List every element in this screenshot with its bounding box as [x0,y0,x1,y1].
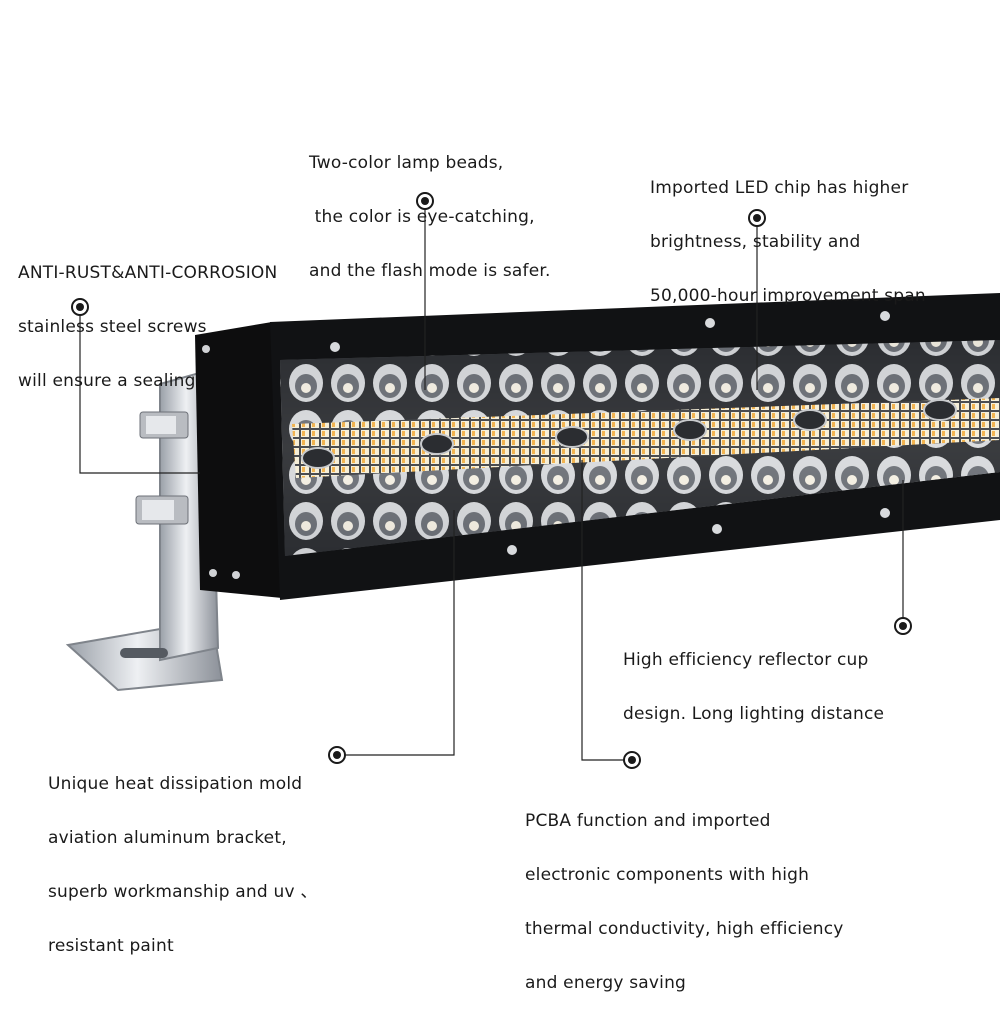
callout-line: electronic components with high [525,865,810,885]
callout-line: stainless steel screws [18,317,207,337]
callout-line: resistant paint [48,936,174,956]
bolt-upper [139,411,189,439]
leader-lines [79,201,904,761]
callout-line: brightness, stability and [650,232,861,252]
callout-line: Two-color lamp beads, [309,153,504,173]
callout-stainless-screws: ANTI-RUST&ANTI-CORROSION stainless steel… [18,228,277,408]
target-dot-icon [748,209,766,227]
target-dot-icon [328,746,346,764]
bolt-lower [135,495,189,525]
callout-line: aviation aluminum bracket, [48,828,287,848]
target-dot-icon [416,192,434,210]
callout-pcba: PCBA function and imported electronic co… [525,776,844,1010]
target-dot-icon [71,298,89,316]
callout-line: Unique heat dissipation mold [48,774,303,794]
callout-line: High efficiency reflector cup [623,650,869,670]
callout-heat-dissipation: Unique heat dissipation mold aviation al… [48,739,318,973]
callout-line: PCBA function and imported [525,811,771,831]
callout-reflector-cup: High efficiency reflector cup design. Lo… [623,615,884,741]
callout-line: and energy saving [525,973,687,993]
callout-line: the color is eye-catching, [309,207,535,227]
end-cap [195,322,282,598]
callout-two-color-beads: Two-color lamp beads, the color is eye-c… [309,118,551,298]
target-dot-icon [623,751,641,769]
callout-line: design. Long lighting distance [623,704,885,724]
callout-line: will ensure a sealing [18,371,196,391]
light-bar-housing [270,293,1000,600]
callout-line: superb workmanship and uv 、 [48,882,318,902]
callout-line: Imported LED chip has higher [650,178,909,198]
callout-line: and the flash mode is safer. [309,261,551,281]
callout-line: 50,000-hour improvement span [650,286,926,306]
callout-line: thermal conductivity, high efficiency [525,919,844,939]
callout-led-chip: Imported LED chip has higher brightness,… [650,143,926,323]
target-dot-icon [894,617,912,635]
callout-line: ANTI-RUST&ANTI-CORROSION [18,263,278,283]
